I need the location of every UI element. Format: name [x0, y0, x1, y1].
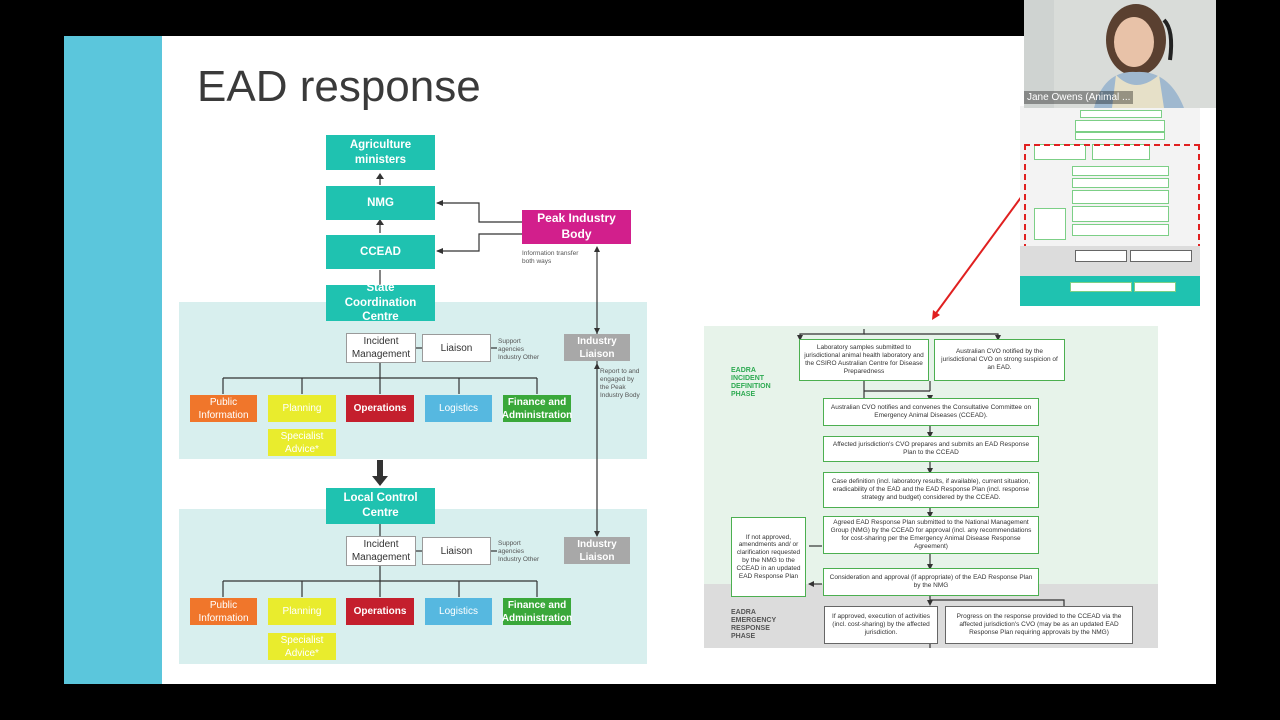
flowchart-nmg-approval-box: Consideration and approval (if appropria… — [823, 568, 1039, 596]
state-coordination-centre-box: State Coordination Centre — [326, 282, 435, 323]
local-support-agencies-note: Support agencies Industry Other — [498, 540, 540, 564]
local-panel — [179, 509, 647, 664]
local-finance-admin-box: Finance and Administration — [501, 598, 573, 625]
flowchart-execution-box: If approved, execution of activities (in… — [824, 606, 938, 644]
slide-title: EAD response — [197, 62, 481, 111]
slide: EAD response — [64, 36, 1216, 684]
state-operations-box: Operations — [346, 395, 414, 422]
flowchart-not-approved-box: If not approved, amendments and/ or clar… — [731, 517, 806, 597]
flowchart-response-plan-box: Affected jurisdiction's CVO prepares and… — [823, 436, 1039, 462]
flowchart-agreed-plan-box: Agreed EAD Response Plan submitted to th… — [823, 516, 1039, 554]
emergency-phase-label: EADRA EMERGENCY RESPONSE PHASE — [731, 609, 776, 641]
local-specialist-advice-box: Specialist Advice* — [268, 633, 336, 660]
flowchart-thumbnail — [1020, 106, 1200, 306]
agriculture-ministers-box: Agriculture ministers — [326, 135, 435, 170]
flowchart-cvo-notified-box: Australian CVO notified by the jurisdict… — [934, 339, 1065, 381]
flowchart-convene-ccead-box: Australian CVO notifies and convenes the… — [823, 398, 1039, 426]
state-industry-liaison-box: Industry Liaison — [564, 334, 630, 361]
local-public-information-box: Public Information — [190, 598, 257, 625]
state-liaison-box: Liaison — [422, 334, 491, 362]
state-specialist-advice-box: Specialist Advice* — [268, 429, 336, 456]
state-finance-admin-box: Finance and Administration — [501, 395, 573, 422]
participant-avatar — [1024, 0, 1216, 108]
local-planning-box: Planning — [268, 598, 336, 625]
flowchart-lab-samples-box: Laboratory samples submitted to jurisdic… — [799, 339, 929, 381]
peak-industry-body-box: Peak Industry Body — [522, 210, 631, 244]
local-liaison-box: Liaison — [422, 537, 491, 565]
state-public-information-box: Public Information — [190, 395, 257, 422]
local-control-centre-box: Local Control Centre — [326, 488, 435, 524]
ccead-box: CCEAD — [326, 235, 435, 269]
webcam-video: Jane Owens (Animal ... — [1024, 0, 1216, 108]
flowchart-progress-box: Progress on the response provided to the… — [945, 606, 1133, 644]
incident-phase-label: EADRA INCIDENT DEFINITION PHASE — [731, 367, 771, 399]
state-planning-box: Planning — [268, 395, 336, 422]
info-transfer-note: Information transfer both ways — [522, 250, 579, 266]
state-logistics-box: Logistics — [425, 395, 492, 422]
state-support-agencies-note: Support agencies Industry Other — [498, 338, 540, 362]
flowchart-case-definition-box: Case definition (incl. laboratory result… — [823, 472, 1039, 508]
state-panel — [179, 302, 647, 459]
state-incident-management-box: Incident Management — [346, 333, 416, 363]
local-industry-liaison-box: Industry Liaison — [564, 537, 630, 564]
participant-name-label: Jane Owens (Animal ... — [1024, 91, 1134, 104]
slide-side-stripe — [64, 36, 162, 684]
local-incident-management-box: Incident Management — [346, 536, 416, 566]
report-peak-note: Report to and engaged by the Peak Indust… — [600, 368, 640, 400]
nmg-box: NMG — [326, 186, 435, 220]
local-logistics-box: Logistics — [425, 598, 492, 625]
local-operations-box: Operations — [346, 598, 414, 625]
